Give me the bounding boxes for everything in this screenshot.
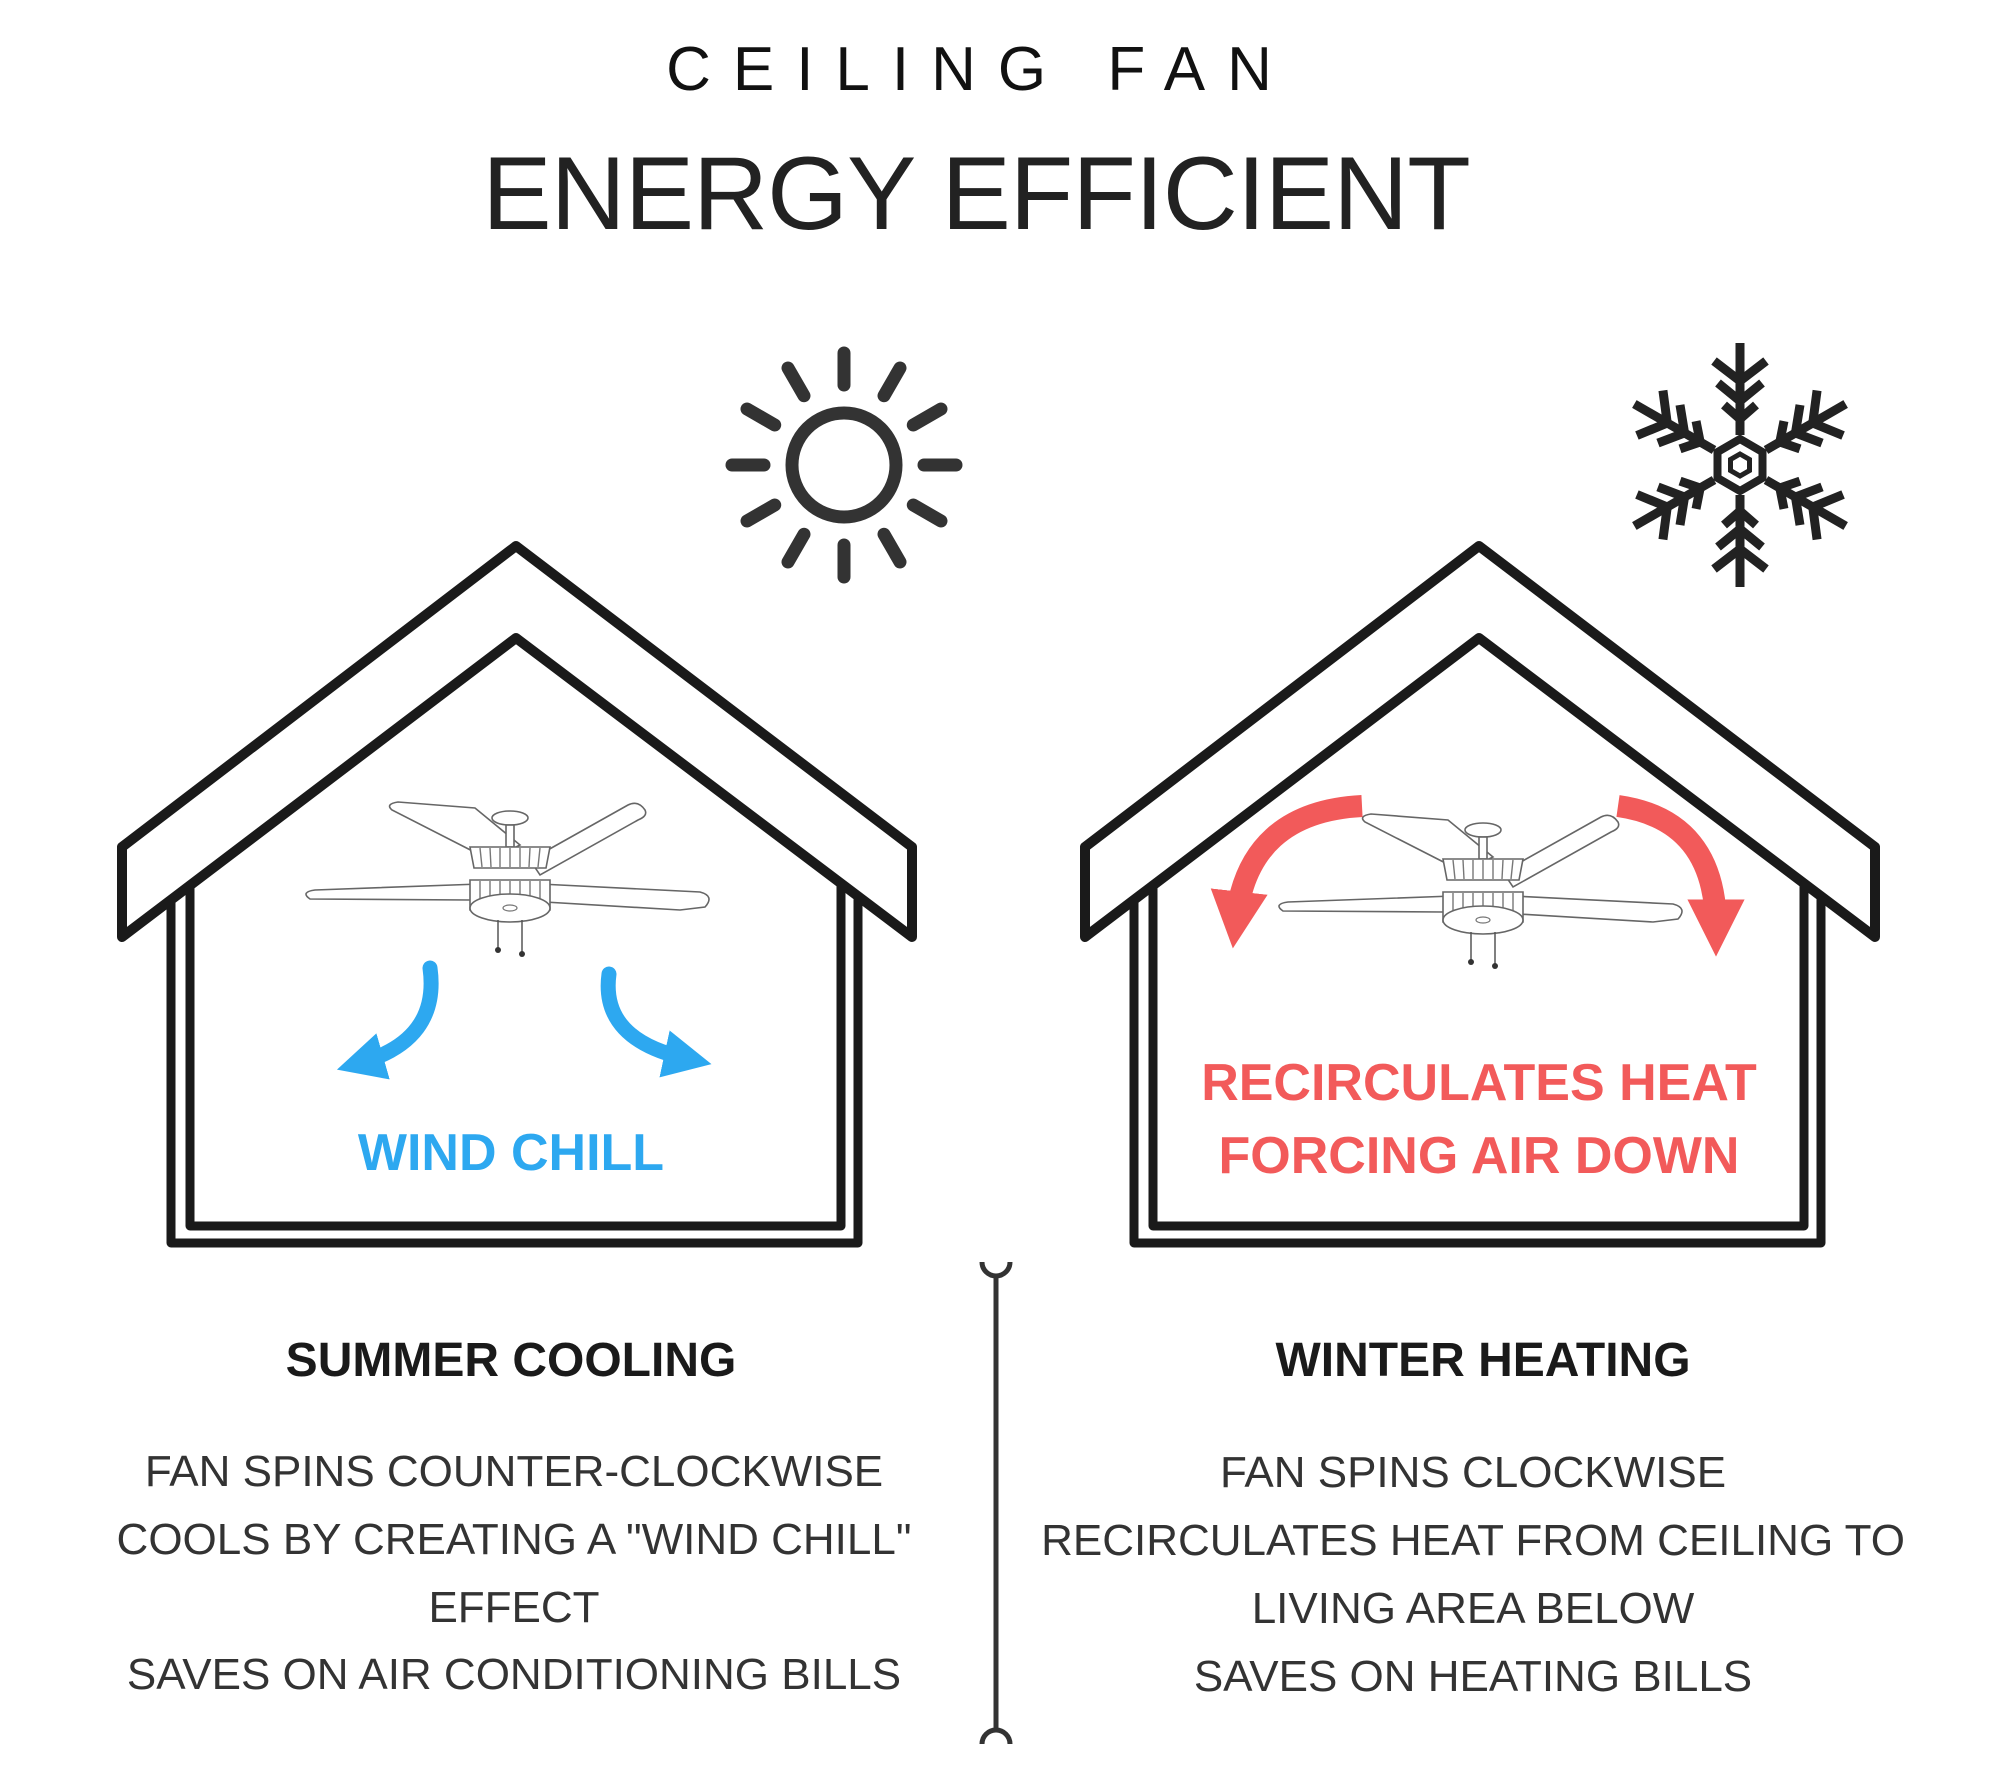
summer-line-4: SAVES ON AIR CONDITIONING BILLS xyxy=(127,1650,901,1699)
airflow-arrow-up-left xyxy=(1210,795,1363,949)
summer-line-3: EFFECT xyxy=(428,1583,599,1632)
wind-chill-label: WIND CHILL xyxy=(358,1124,664,1182)
center-divider xyxy=(979,1261,1013,1745)
winter-line-4: SAVES ON HEATING BILLS xyxy=(1194,1652,1752,1701)
winter-house-diagram: RECIRCULATES HEAT FORCING AIR DOWN xyxy=(1085,546,1875,1243)
ceiling-fan-image xyxy=(1278,813,1683,970)
sun-icon xyxy=(691,312,997,618)
title-energy-efficient: ENERGY EFFICIENT xyxy=(482,136,1470,252)
airflow-arrow-down-right xyxy=(600,966,712,1078)
airflow-arrow-down-left xyxy=(336,960,439,1080)
snowflake-icon xyxy=(1621,343,1858,587)
ceiling-fan-image xyxy=(305,801,710,958)
summer-line-2: COOLS BY CREATING A "WIND CHILL" xyxy=(117,1515,912,1564)
winter-line-1: FAN SPINS CLOCKWISE xyxy=(1220,1448,1726,1497)
summer-cooling-heading: SUMMER COOLING xyxy=(286,1334,737,1387)
winter-heating-heading: WINTER HEATING xyxy=(1275,1334,1690,1387)
forcing-air-down-label: FORCING AIR DOWN xyxy=(1219,1127,1740,1185)
summer-house-diagram: WIND CHILL xyxy=(122,546,912,1243)
winter-line-3: LIVING AREA BELOW xyxy=(1252,1584,1695,1633)
winter-line-2: RECIRCULATES HEAT FROM CEILING TO xyxy=(1041,1516,1905,1565)
airflow-arrow-up-right xyxy=(1616,795,1745,957)
title-ceiling-fan: CEILING FAN xyxy=(666,35,1294,104)
summer-line-1: FAN SPINS COUNTER-CLOCKWISE xyxy=(145,1447,883,1496)
recirculates-heat-label: RECIRCULATES HEAT xyxy=(1201,1054,1757,1112)
